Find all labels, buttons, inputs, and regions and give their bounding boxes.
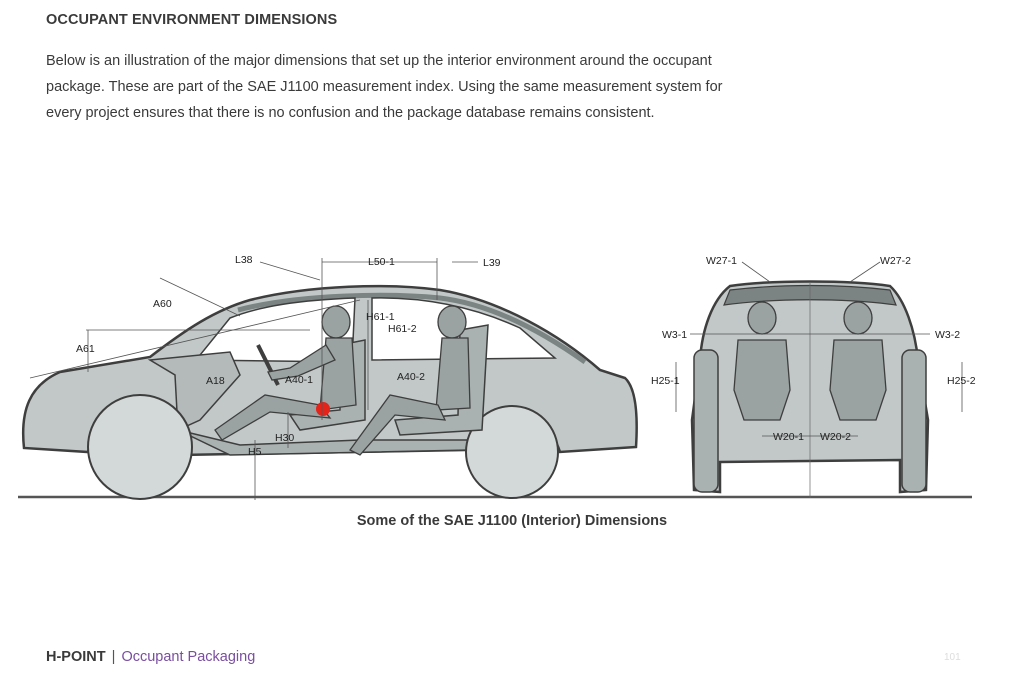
intro-paragraph: Below is an illustration of the major di… (46, 48, 766, 126)
footer-brand: H-POINT (46, 649, 106, 665)
figure-caption: Some of the SAE J1100 (Interior) Dimensi… (356, 513, 668, 529)
label-a40-2: A40-2 (397, 371, 425, 383)
intro-line: package. These are part of the SAE J1100… (46, 79, 723, 95)
label-l50-1: L50-1 (368, 256, 395, 268)
left-door (693, 349, 719, 493)
footer-separator: | (111, 649, 116, 665)
label-a40-1: A40-1 (285, 374, 313, 386)
right-door (901, 349, 927, 493)
front-occupants (733, 301, 887, 421)
label-l38: L38 (235, 254, 253, 266)
front-wheel (87, 394, 193, 500)
side-dimension-lines (29, 258, 478, 500)
label-a60: A60 (153, 298, 172, 310)
label-l39: L39 (483, 257, 501, 269)
label-h61-1: H61-1 (366, 311, 395, 323)
label-w3-1: W3-1 (662, 329, 687, 341)
label-h30: H30 (275, 432, 294, 444)
rear-wheel (465, 405, 559, 499)
label-w3-2: W3-2 (935, 329, 960, 341)
front-dimension-lines (675, 261, 963, 437)
label-a18: A18 (206, 375, 225, 387)
label-w20-1: W20-1 (773, 431, 804, 443)
label-h61-2: H61-2 (388, 323, 417, 335)
label-h25-1: H25-1 (651, 375, 680, 387)
label-w27-2: W27-2 (880, 255, 911, 267)
side-view-car: L38 L50-1 L39 A60 A61 H61-1 H61-2 A18 A4… (21, 254, 638, 500)
label-w27-1: W27-1 (706, 255, 737, 267)
front-view-car: W27-1 W27-2 W3-1 W3-2 H25-1 H25-2 W20-1 … (651, 255, 976, 498)
label-a61: A61 (76, 343, 95, 355)
intro-line: Below is an illustration of the major di… (46, 53, 712, 69)
label-w20-2: W20-2 (820, 431, 851, 443)
intro-line: every project ensures that there is no c… (46, 105, 655, 121)
rear-manikin (349, 305, 471, 456)
page-title: OCCUPANT ENVIRONMENT DIMENSIONS (46, 12, 338, 28)
label-h5: H5 (248, 446, 262, 458)
roof-liner (237, 292, 587, 365)
label-h25-2: H25-2 (947, 375, 976, 387)
footer: H-POINT | Occupant Packaging (46, 649, 255, 665)
h-point-marker (316, 402, 330, 416)
driver-manikin (214, 305, 357, 441)
page-number: 101 (944, 652, 961, 663)
dashboard (147, 351, 241, 432)
footer-section: Occupant Packaging (121, 649, 256, 665)
